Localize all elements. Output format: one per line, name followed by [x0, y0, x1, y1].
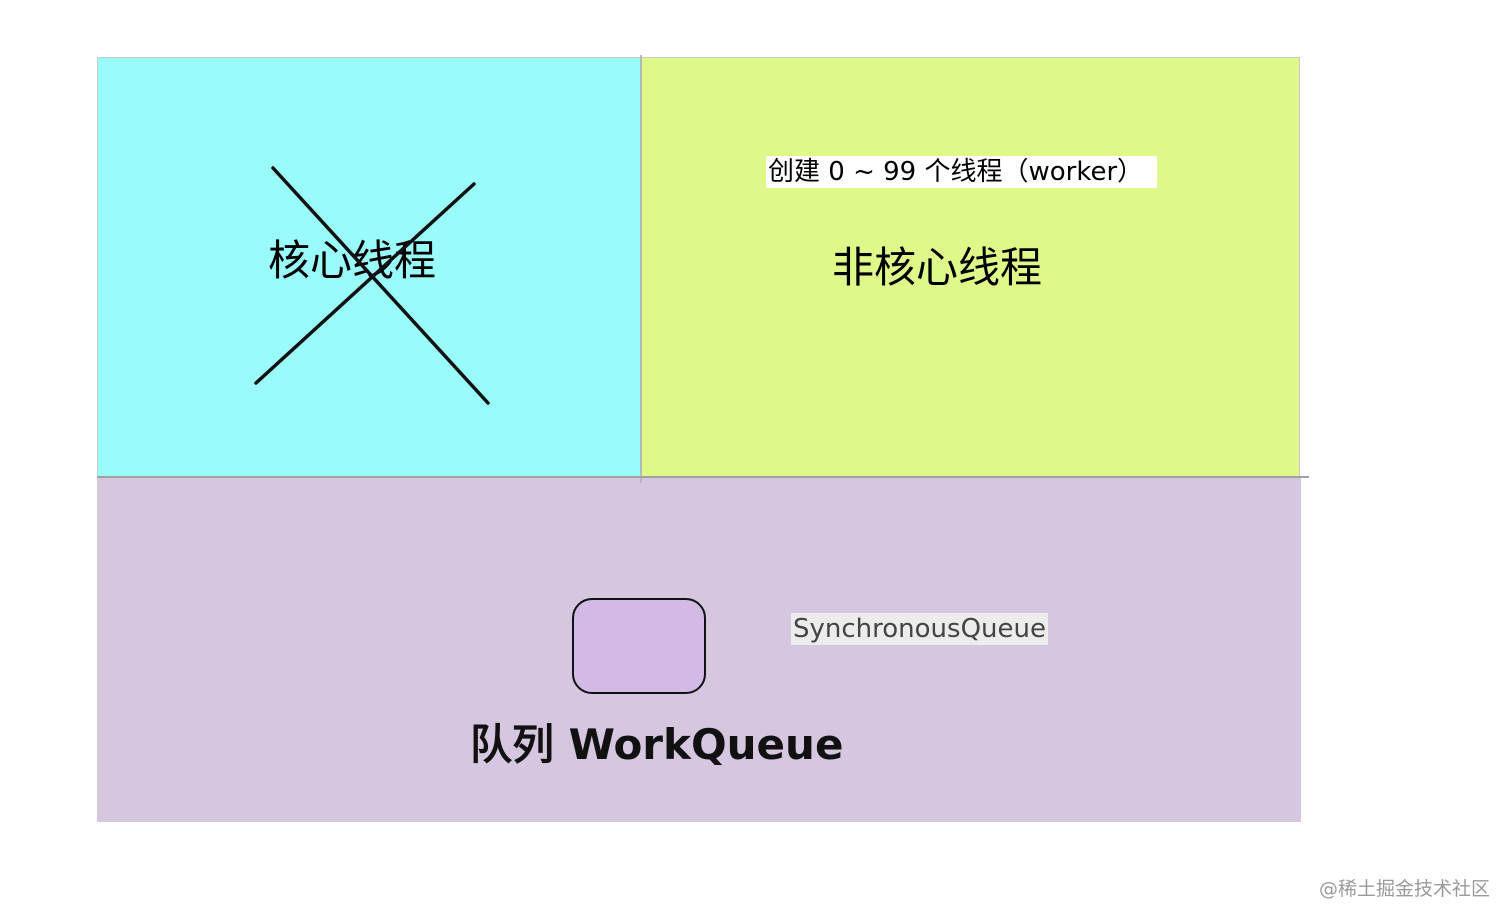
- vertical-divider: [640, 55, 642, 483]
- core-thread-label: 核心线程: [268, 236, 437, 285]
- create-workers-label: 创建 0 ~ 99 个线程（worker）: [766, 156, 1158, 188]
- queue-slot-box: [572, 598, 706, 694]
- watermark: @稀土掘金技术社区: [1318, 878, 1490, 900]
- non-core-thread-label: 非核心线程: [832, 243, 1043, 292]
- synchronous-queue-label: SynchronousQueue: [791, 613, 1048, 645]
- non-core-thread-panel: [642, 57, 1300, 479]
- work-queue-label: 队列 WorkQueue: [470, 720, 844, 769]
- horizontal-divider: [97, 476, 1309, 478]
